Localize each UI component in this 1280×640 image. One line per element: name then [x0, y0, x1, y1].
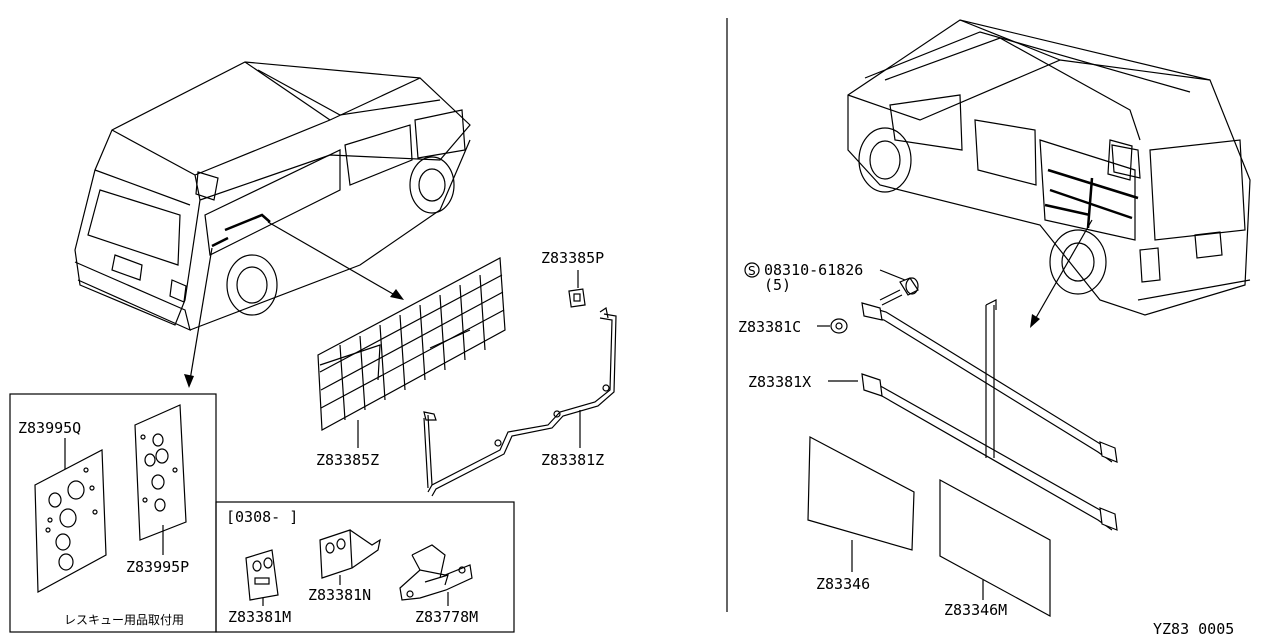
label-bolt-qty: (5) [764, 276, 791, 294]
rescue-plate-q [34, 449, 107, 593]
harness-z83381x [861, 299, 1118, 531]
label-z83385z: Z83385Z [316, 451, 379, 469]
bolt-08310-61826: S [744, 262, 919, 306]
pad-z83346m [939, 478, 1051, 618]
label-bolt: 08310-61826 [764, 261, 863, 279]
clip-z83381m [245, 549, 279, 601]
label-date-range: [0308- ] [226, 508, 298, 526]
label-z83346: Z83346 [816, 575, 870, 593]
label-z83381c: Z83381C [738, 318, 801, 336]
right-callout-arrow [1030, 219, 1093, 328]
bracket-z83778m [399, 544, 473, 601]
nut-z83381c [830, 318, 848, 334]
van-front-illustration [847, 19, 1251, 316]
vapor-barrier-z83385z [317, 257, 506, 431]
clip-z83385p [568, 288, 586, 308]
bracket-z83381n [319, 529, 381, 579]
rescue-plate-p [134, 404, 187, 541]
date-range-box [215, 501, 515, 633]
label-z83381n: Z83381N [308, 586, 371, 604]
pad-z83346 [807, 436, 915, 551]
label-z83385p: Z83385P [541, 249, 604, 267]
label-z83381m: Z83381M [228, 608, 291, 626]
label-z83995q: Z83995Q [18, 419, 81, 437]
van-rear-illustration [74, 61, 471, 332]
harness-z83381z [423, 307, 617, 497]
label-z83381z: Z83381Z [541, 451, 604, 469]
rescue-caption: レスキュー用品取付用 [64, 613, 184, 627]
diagram-id: YZ83 0005 [1153, 620, 1234, 638]
left-callout-arrows [184, 221, 404, 388]
label-z83778m: Z83778M [415, 608, 478, 626]
bolt-symbol: S [748, 264, 756, 278]
label-z83346m: Z83346M [944, 601, 1007, 619]
label-z83995p: Z83995P [126, 558, 189, 576]
label-z83381x: Z83381X [748, 373, 811, 391]
